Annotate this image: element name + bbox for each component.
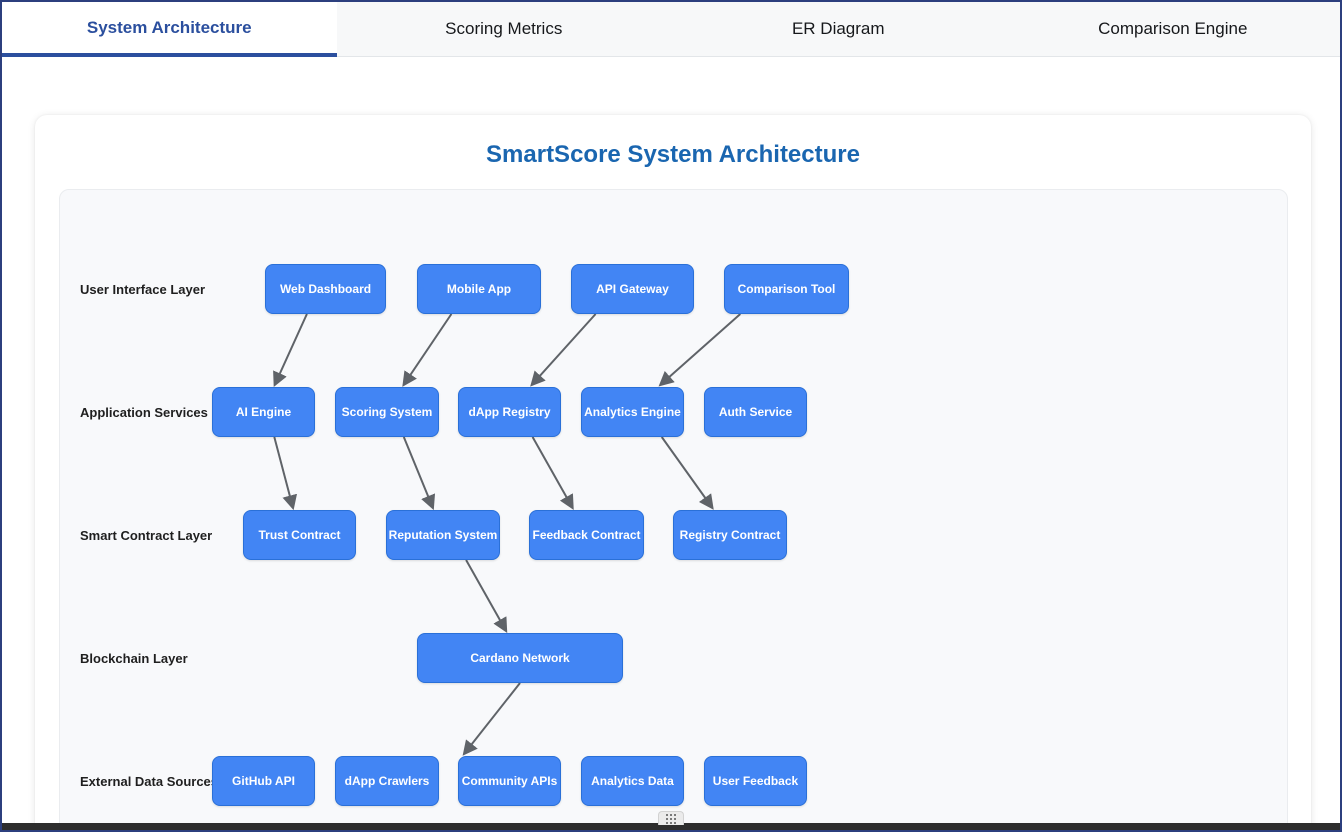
node-dapp-registry: dApp Registry (458, 387, 561, 437)
edge-mobile-app-to-scoring-system (402, 313, 453, 387)
node-registry-contract: Registry Contract (673, 510, 787, 560)
node-analytics-engine: Analytics Engine (581, 387, 684, 437)
node-feedback-contract: Feedback Contract (529, 510, 644, 560)
layer-label-external-data-sources: External Data Sources (80, 773, 219, 789)
node-comparison-tool: Comparison Tool (724, 264, 849, 314)
layer-label-application-services: Application Services (80, 404, 208, 420)
edge-analytics-engine-to-registry-contract (660, 436, 714, 510)
edge-reputation-system-to-cardano-network (465, 559, 508, 633)
layer-label-smart-contract-layer: Smart Contract Layer (80, 527, 213, 543)
edge-comparison-tool-to-analytics-engine (658, 313, 741, 387)
node-user-feedback: User Feedback (704, 756, 807, 806)
resize-grip-handle[interactable] (658, 811, 684, 825)
bottom-scrollbar-track (2, 823, 1340, 830)
tab-system-architecture[interactable]: System Architecture (2, 2, 337, 57)
edge-web-dashboard-to-ai-engine (273, 313, 308, 388)
edge-scoring-system-to-reputation-system (402, 436, 436, 511)
layer-label-user-interface-layer: User Interface Layer (80, 281, 206, 297)
layer-label-blockchain-layer: Blockchain Layer (80, 650, 188, 666)
node-dapp-crawlers: dApp Crawlers (335, 756, 439, 806)
tab-scoring-metrics[interactable]: Scoring Metrics (336, 2, 671, 57)
tab-comparison-engine[interactable]: Comparison Engine (1005, 2, 1340, 57)
page-title: SmartScore System Architecture (486, 141, 860, 168)
node-cardano-network: Cardano Network (417, 633, 623, 683)
node-ai-engine: AI Engine (212, 387, 315, 437)
node-github-api: GitHub API (212, 756, 315, 806)
node-mobile-app: Mobile App (417, 264, 541, 314)
node-auth-service: Auth Service (704, 387, 807, 437)
edge-api-gateway-to-dapp-registry (530, 313, 597, 387)
node-analytics-data: Analytics Data (581, 756, 684, 806)
node-web-dashboard: Web Dashboard (265, 264, 386, 314)
tab-er-diagram[interactable]: ER Diagram (671, 2, 1006, 57)
content-area: SmartScore System Architecture User Inte… (2, 57, 1340, 830)
diagram-card: SmartScore System Architecture User Inte… (35, 115, 1311, 830)
node-scoring-system: Scoring System (335, 387, 439, 437)
node-trust-contract: Trust Contract (243, 510, 356, 560)
edge-cardano-network-to-community-apis (462, 682, 521, 756)
edge-dapp-registry-to-feedback-contract (531, 436, 574, 510)
node-reputation-system: Reputation System (386, 510, 500, 560)
edge-ai-engine-to-trust-contract (273, 436, 298, 511)
node-api-gateway: API Gateway (571, 264, 694, 314)
grip-dots-icon (666, 813, 676, 824)
node-community-apis: Community APIs (458, 756, 561, 806)
